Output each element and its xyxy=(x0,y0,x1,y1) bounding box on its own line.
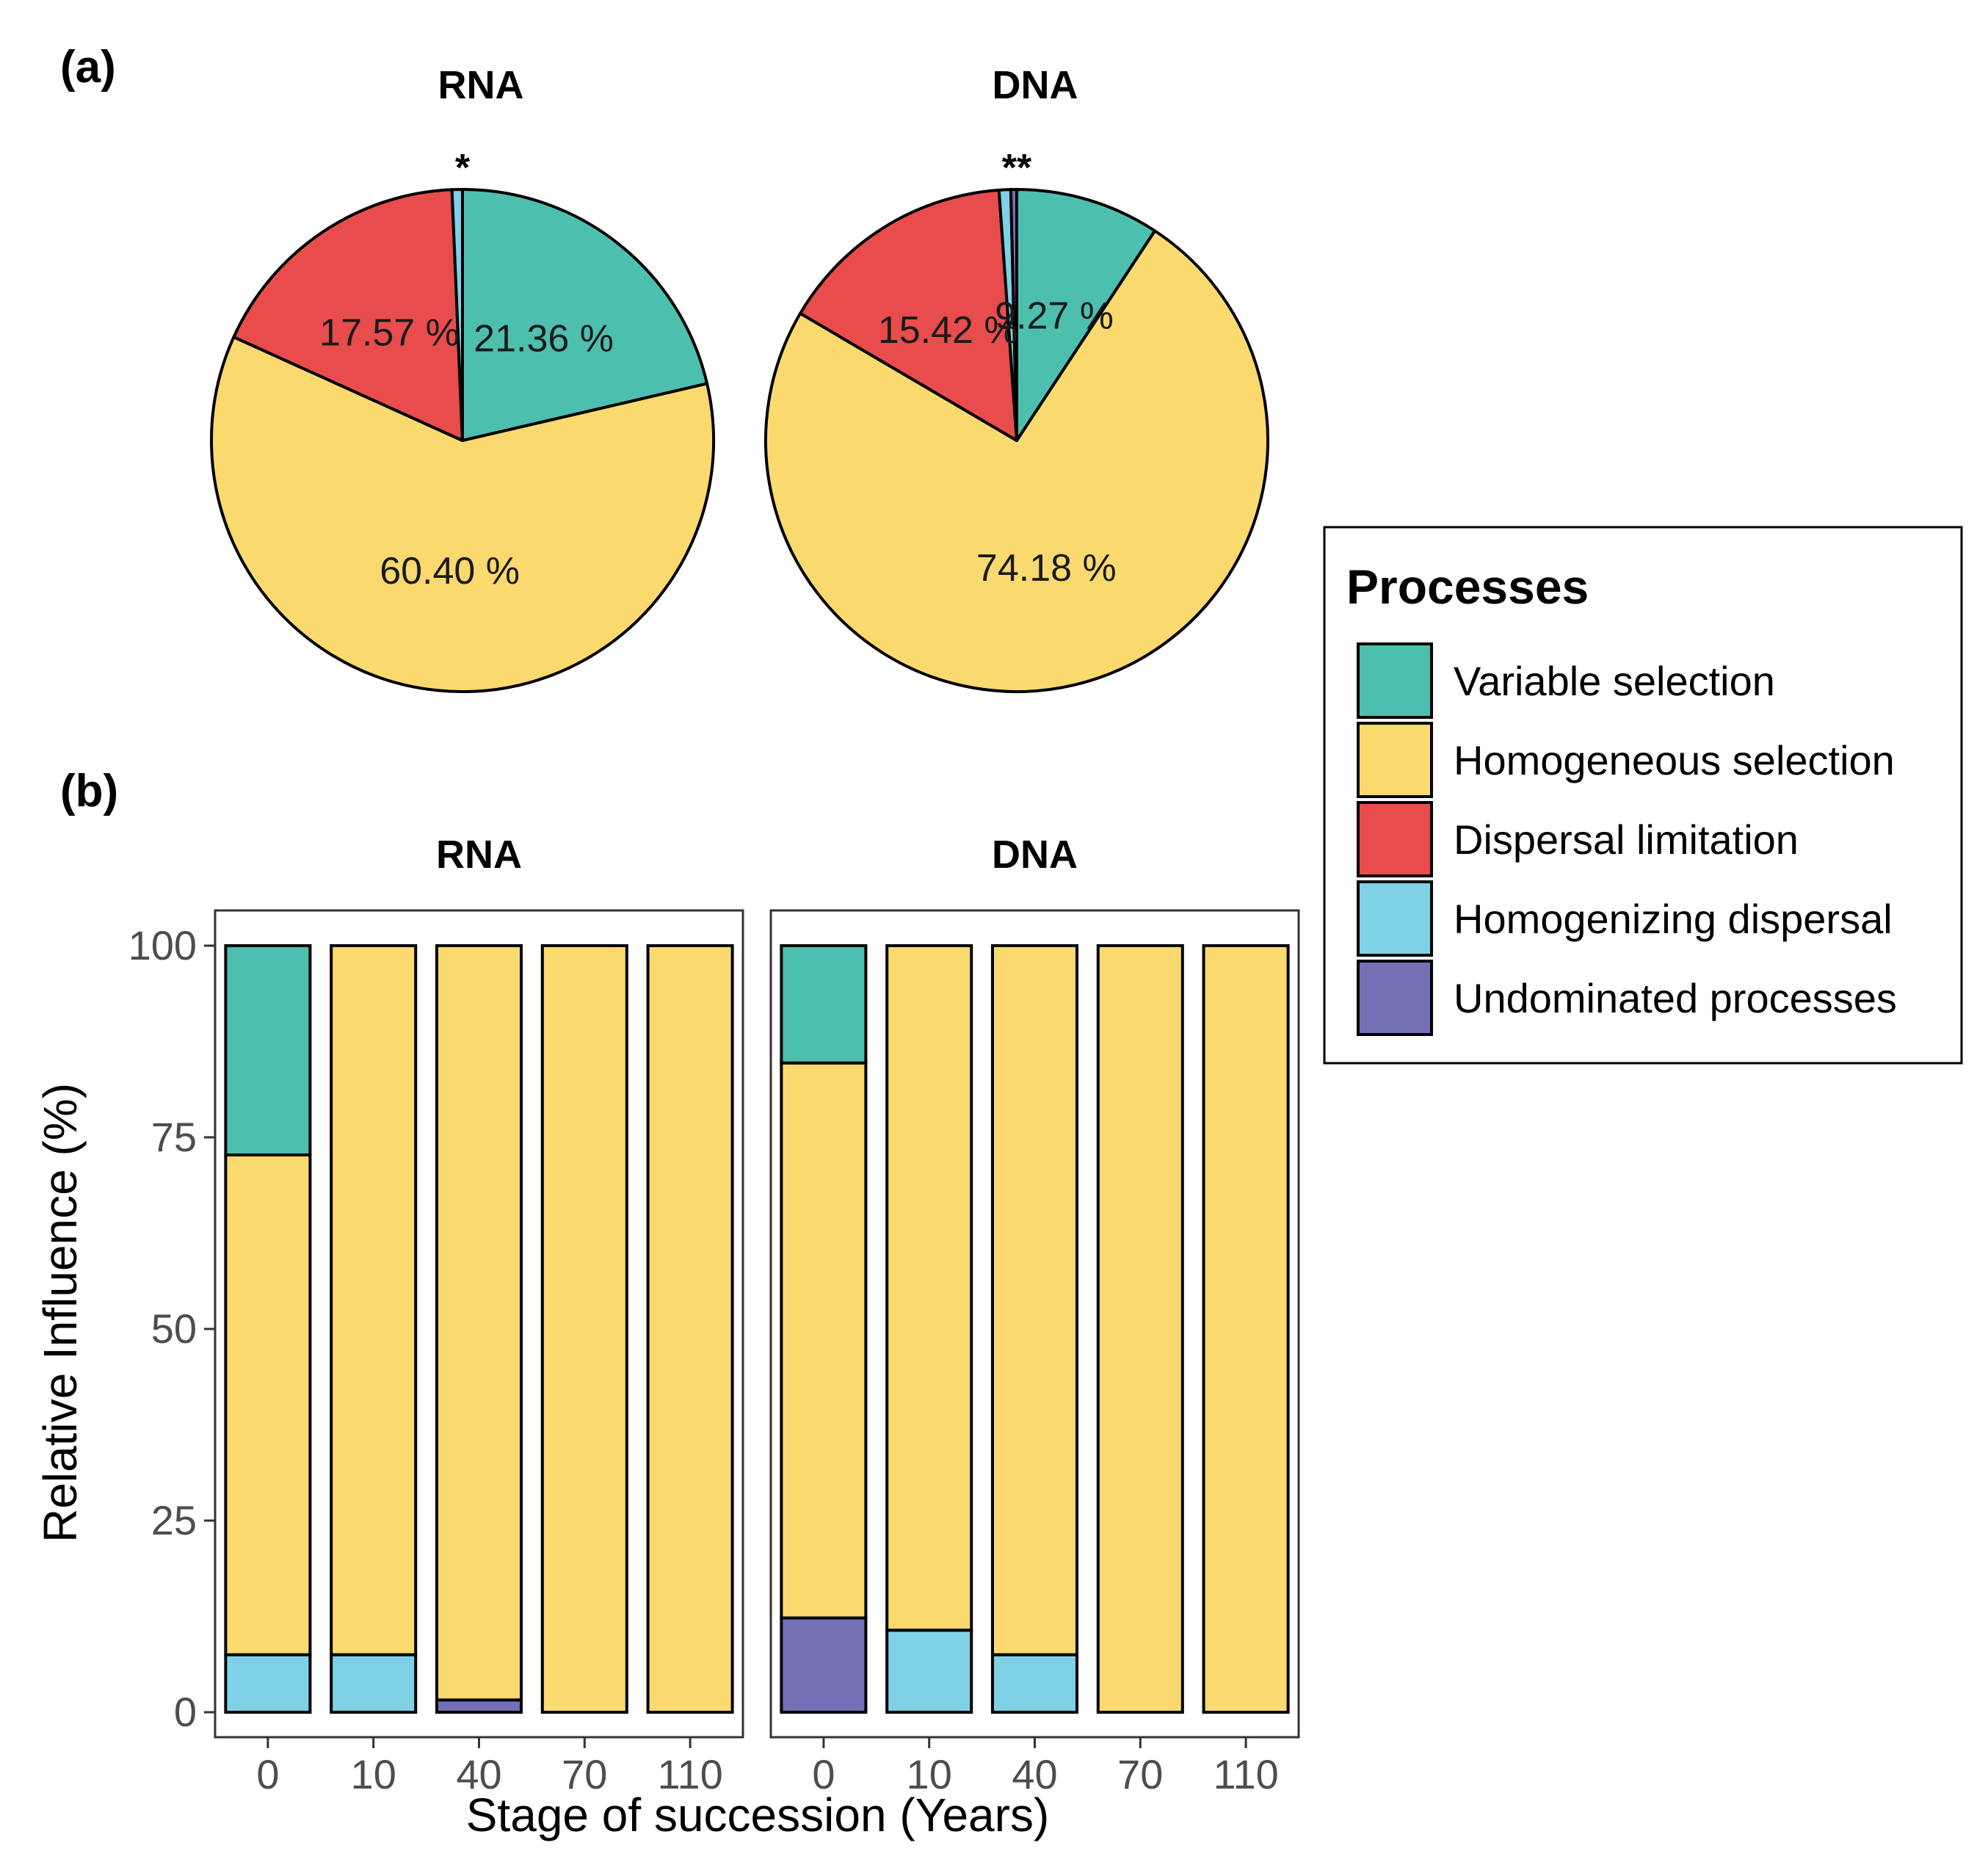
pie-slice-dispersal-limitation xyxy=(799,188,1018,442)
x-axis-title: Stage of succession (Years) xyxy=(466,1789,1050,1841)
legend-swatch xyxy=(1357,642,1433,719)
pie-slice-label: 60.40 % xyxy=(380,550,520,593)
legend-label: Homogeneous selection xyxy=(1454,737,1895,783)
x-tick-label: 40 xyxy=(1012,1751,1057,1797)
x-tick-label: 0 xyxy=(812,1751,835,1797)
x-tick-label: 110 xyxy=(1213,1751,1278,1797)
pie-slice-variable-selection xyxy=(1015,188,1157,442)
pie-slice-homogenizing-dispersal xyxy=(450,188,464,442)
bar-segment-undominated-processes xyxy=(435,1698,523,1714)
legend-title: Processes xyxy=(1346,559,1589,614)
significance-star: ** xyxy=(1002,147,1032,189)
bar-segment-homogeneous-selection xyxy=(646,944,734,1714)
y-tick-label: 100 xyxy=(128,922,197,968)
legend-item-dispersal-limitation: Dispersal limitation xyxy=(1357,801,1799,877)
legend-swatch xyxy=(1357,801,1433,877)
bar-facet-title: DNA xyxy=(992,833,1078,877)
x-tick-label: 40 xyxy=(456,1751,501,1797)
pie-slice-label: 9.27 % xyxy=(995,295,1114,338)
pie-slice-undominated-processes xyxy=(1009,187,1018,442)
panel-a-tag: (a) xyxy=(60,42,116,93)
bar-segment-homogeneous-selection xyxy=(990,944,1079,1656)
significance-star: * xyxy=(455,147,471,189)
bar-facet-title: RNA xyxy=(436,833,522,877)
legend-item-variable-selection: Variable selection xyxy=(1357,642,1775,719)
bar-segment-homogenizing-dispersal xyxy=(990,1653,1079,1714)
bar-segment-homogeneous-selection xyxy=(330,944,418,1656)
pie-rna: RNA * 21.36 % 60.40 % 17.57 % xyxy=(210,63,715,693)
legend-swatch xyxy=(1357,880,1433,957)
bar-segment-homogeneous-selection xyxy=(1096,944,1184,1714)
legend-swatch xyxy=(1357,722,1433,798)
y-tick-label: 0 xyxy=(174,1689,197,1735)
pie-facet-title: DNA xyxy=(993,63,1078,107)
legend-item-undominated-processes: Undominated processes xyxy=(1357,960,1897,1036)
bar-segment-homogeneous-selection xyxy=(780,1061,868,1620)
pie-facet-title: RNA xyxy=(438,63,524,107)
y-tick-label: 50 xyxy=(151,1305,197,1352)
bar-segment-homogeneous-selection xyxy=(435,944,523,1702)
x-tick-label: 70 xyxy=(562,1751,607,1797)
y-tick-label: 25 xyxy=(151,1497,197,1543)
bar-segment-variable-selection xyxy=(224,944,312,1157)
bar-segment-undominated-processes xyxy=(780,1616,868,1714)
bar-segment-homogeneous-selection xyxy=(885,944,973,1632)
bar-segment-homogeneous-selection xyxy=(224,1153,312,1656)
pie-slice-label: 17.57 % xyxy=(319,312,460,355)
legend-item-homogeneous-selection: Homogeneous selection xyxy=(1357,722,1895,798)
bar-segment-variable-selection xyxy=(780,944,868,1065)
pie-slice-homogeneous-selection xyxy=(764,229,1269,693)
legend-label: Homogenizing dispersal xyxy=(1454,896,1893,942)
pie-charts: RNA * 21.36 % 60.40 % 17.57 % DNA ** 9.27 % 74.1… xyxy=(210,63,1269,693)
y-axis-title: Relative Influence (%) xyxy=(34,1083,87,1543)
bar-facet-rna: RNA 0 10 40 70 110 xyxy=(214,833,744,1797)
legend: Processes Variable selectionHomogeneous … xyxy=(1323,526,1963,1065)
pie-slice-dispersal-limitation xyxy=(232,188,464,442)
bar-segment-homogenizing-dispersal xyxy=(885,1629,973,1714)
x-tick-label: 0 xyxy=(256,1751,279,1797)
pie-slice-label: 15.42 % xyxy=(878,309,1018,352)
pie-slice-label: 21.36 % xyxy=(474,318,614,361)
x-tick-label: 10 xyxy=(351,1751,396,1797)
legend-label: Dispersal limitation xyxy=(1454,816,1799,863)
pie-slice-homogeneous-selection xyxy=(210,336,715,693)
pie-dna: DNA ** 9.27 % 74.18 % 15.42 % xyxy=(764,63,1269,693)
x-tick-label: 110 xyxy=(657,1751,722,1797)
y-tick-label: 75 xyxy=(151,1114,197,1160)
pie-slice-variable-selection xyxy=(461,188,709,442)
x-tick-label: 70 xyxy=(1117,1751,1163,1797)
bar-charts: 0 25 50 75 100 RNA 0 10 40 70 110 DNA 0 10 40 70 110 xyxy=(128,833,1300,1797)
x-tick-label: 10 xyxy=(907,1751,952,1797)
bar-segment-homogeneous-selection xyxy=(540,944,628,1714)
panel-b-tag: (b) xyxy=(60,766,118,816)
legend-item-homogenizing-dispersal: Homogenizing dispersal xyxy=(1357,880,1893,957)
bar-segment-homogenizing-dispersal xyxy=(330,1653,418,1714)
bar-segment-homogeneous-selection xyxy=(1202,944,1290,1714)
legend-swatch xyxy=(1357,960,1433,1036)
bar-facet-dna: DNA 0 10 40 70 110 xyxy=(769,833,1300,1797)
legend-label: Variable selection xyxy=(1454,658,1775,704)
pie-slice-label: 74.18 % xyxy=(976,547,1117,590)
legend-label: Undominated processes xyxy=(1454,975,1897,1021)
bar-segment-homogenizing-dispersal xyxy=(224,1653,312,1714)
